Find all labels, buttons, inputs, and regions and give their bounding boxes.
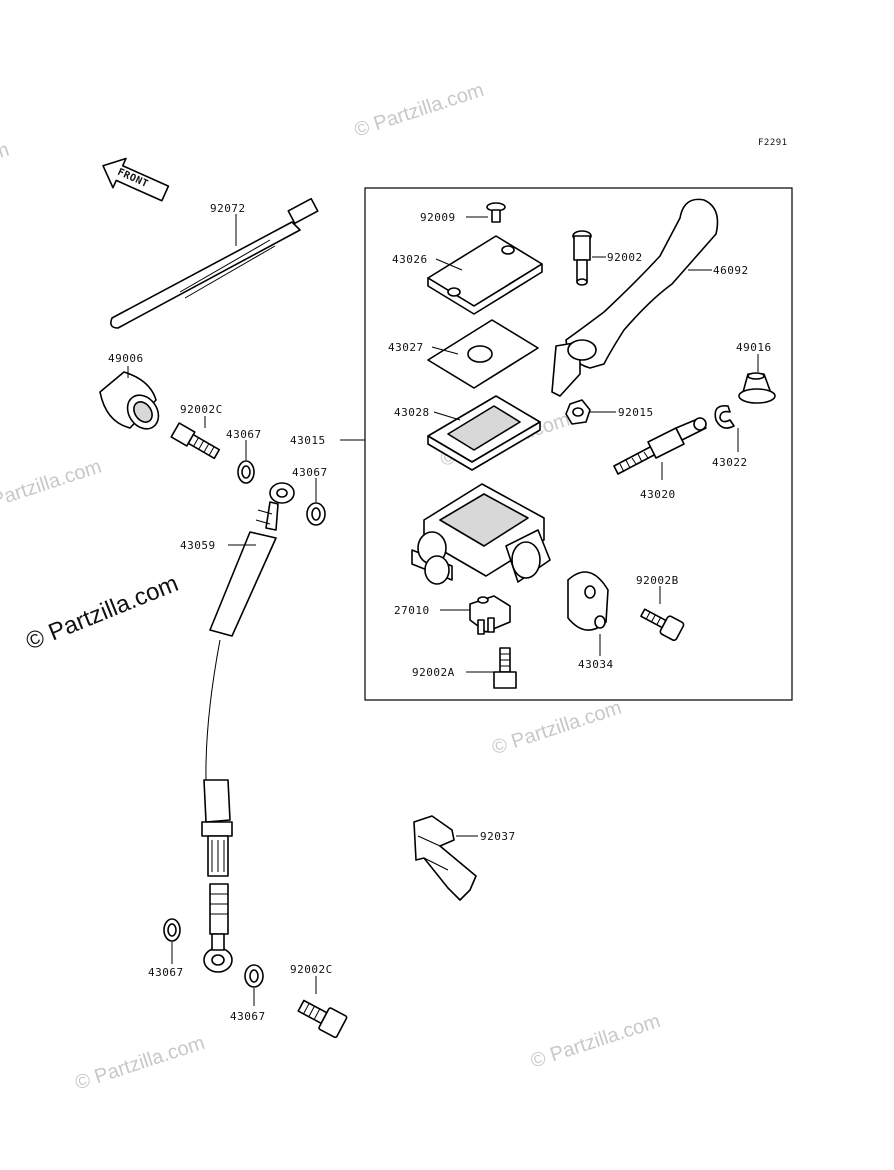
watermark-text: © Partzilla.com (0, 456, 104, 519)
watermark-text: © Partzilla.com (352, 79, 487, 142)
nut-92015-part (565, 399, 591, 425)
watermark-text: © Partzilla.com (528, 1010, 663, 1073)
master-cylinder-assembly-box (364, 187, 793, 701)
part-label-43059: 43059 (180, 539, 216, 552)
watermark-text: © Partzilla.com (489, 697, 624, 760)
part-label-43027: 43027 (388, 341, 424, 354)
piston-assembly-part (613, 417, 707, 475)
clamp-43034-part (567, 571, 609, 631)
brake-switch-part (469, 595, 511, 635)
reservoir-cap-part (427, 235, 543, 315)
circlip-43022-part (714, 404, 735, 429)
cable-tie-part (110, 197, 319, 329)
screw-92002A-part (493, 647, 517, 689)
washer-43067-a-part (237, 460, 255, 484)
part-label-43020: 43020 (640, 488, 676, 501)
part-label-43028: 43028 (394, 406, 430, 419)
watermark-text: © Partzilla.com (72, 1032, 207, 1095)
part-label-49016: 49016 (736, 341, 772, 354)
part-label-92002C-bottom: 92002C (290, 963, 333, 976)
diagram-code: F2291 (758, 138, 788, 148)
part-label-43067-b: 43067 (292, 466, 328, 479)
watermark-logo: © Partzilla.com (22, 570, 182, 656)
part-label-92037: 92037 (480, 830, 516, 843)
part-label-92002C-top: 92002C (180, 403, 223, 416)
brake-hose-part (201, 482, 295, 973)
bolt-92002B-part (640, 608, 685, 642)
part-label-43022: 43022 (712, 456, 748, 469)
part-label-92009: 92009 (420, 211, 456, 224)
part-label-92002: 92002 (607, 251, 643, 264)
diaphragm-part (427, 395, 541, 471)
part-label-43067-d: 43067 (230, 1010, 266, 1023)
watermark-text: © Partzilla.com (0, 139, 12, 202)
part-label-43034: 43034 (578, 658, 614, 671)
part-label-43067-c: 43067 (148, 966, 184, 979)
part-label-43067-a: 43067 (226, 428, 262, 441)
washer-43067-b-part (306, 502, 326, 526)
bracket-92037-part (413, 815, 477, 901)
part-label-46092: 46092 (713, 264, 749, 277)
part-label-92002B: 92002B (636, 574, 679, 587)
front-arrow-icon (102, 157, 170, 202)
master-cylinder-body-part (411, 483, 551, 585)
brake-lever-part (551, 198, 719, 397)
boot-49006-part (99, 371, 160, 430)
screw-92009-part (486, 202, 506, 223)
part-label-92002A: 92002A (412, 666, 455, 679)
diaphragm-plate-part (427, 319, 539, 389)
part-label-43015: 43015 (290, 434, 326, 447)
part-label-43026: 43026 (392, 253, 428, 266)
part-label-27010: 27010 (394, 604, 430, 617)
washer-43067-d-part (244, 964, 264, 988)
part-label-92015: 92015 (618, 406, 654, 419)
part-label-49006: 49006 (108, 352, 144, 365)
washer-43067-c-part (163, 918, 181, 942)
boot-49016-part (738, 372, 776, 404)
pivot-bolt-92002-part (572, 230, 592, 286)
part-label-92072: 92072 (210, 202, 246, 215)
banjo-bolt-bottom-part (297, 999, 348, 1039)
banjo-bolt-top-part (170, 422, 221, 460)
